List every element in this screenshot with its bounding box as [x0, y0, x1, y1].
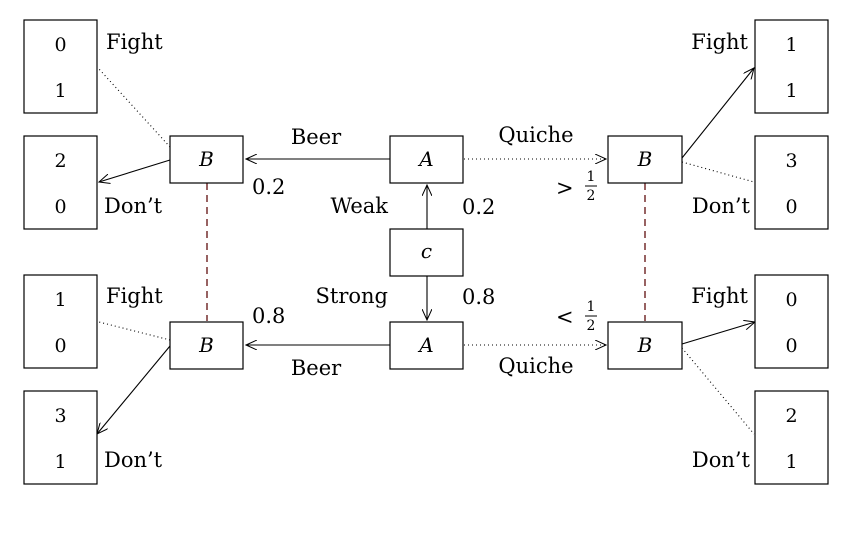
payoff-weak-quiche-fight: 1 1	[754, 19, 829, 114]
sender-label-strong: A	[417, 333, 433, 357]
label-fight-rb: Fight	[691, 284, 748, 308]
payoff-weak-beer-fight: 0 1	[23, 19, 98, 114]
label-dont-lb: Don’t	[104, 448, 163, 472]
receiver-node-beer-strong: B	[169, 321, 244, 370]
payoff-receiver: 0	[785, 335, 797, 357]
payoff-receiver: 1	[785, 80, 797, 102]
payoff-sender: 2	[54, 150, 66, 172]
label-strong: Strong	[316, 284, 388, 308]
payoff-sender: 2	[785, 405, 797, 427]
belief-num-upper: 1	[587, 169, 596, 185]
receiver-label-bw: B	[198, 147, 214, 171]
label-fight-rt: Fight	[691, 30, 748, 54]
belief-sign-lower: <	[556, 305, 574, 329]
payoff-receiver: 0	[54, 335, 66, 357]
receiver-node-beer-weak: B	[169, 135, 244, 184]
receiver-node-quiche-strong: B	[607, 321, 683, 370]
belief-sign-upper: >	[556, 176, 574, 200]
edge-lb-dont	[97, 345, 171, 434]
sender-node-weak: A	[389, 135, 464, 184]
label-quiche-weak: Quiche	[498, 123, 573, 147]
label-quiche-strong: Quiche	[498, 354, 573, 378]
payoff-sender: 1	[54, 289, 66, 311]
label-weak: Weak	[330, 194, 388, 218]
label-dont-lt: Don’t	[104, 194, 163, 218]
label-beer-strong: Beer	[291, 356, 342, 380]
edge-lb-fight	[98, 321, 171, 341]
payoff-strong-beer-dont: 3 1	[23, 390, 98, 485]
label-dont-rt: Don’t	[692, 194, 751, 218]
edge-rb-dont	[681, 347, 755, 435]
nature-label: c	[421, 239, 432, 263]
receiver-label-qs: B	[637, 333, 653, 357]
sender-node-strong: A	[389, 321, 464, 370]
belief-quiche-lower: < 1 2	[556, 299, 597, 334]
prob-weak: 0.2	[462, 195, 495, 219]
payoff-strong-beer-fight: 1 0	[23, 274, 98, 369]
edge-lt-dont	[99, 159, 171, 182]
payoff-strong-quiche-dont: 2 1	[754, 390, 829, 485]
payoff-receiver: 1	[54, 451, 66, 473]
payoff-receiver: 1	[54, 80, 66, 102]
edge-rb-fight	[681, 322, 755, 345]
belief-den-lower: 2	[587, 318, 596, 334]
edge-lt-fight	[98, 68, 171, 148]
payoff-weak-quiche-dont: 3 0	[754, 135, 829, 230]
receiver-node-quiche-weak: B	[607, 135, 683, 184]
label-beer-weak: Beer	[291, 125, 342, 149]
payoff-sender: 0	[54, 34, 66, 56]
edge-rt-fight	[681, 68, 754, 159]
belief-den-upper: 2	[587, 188, 596, 204]
label-dont-rb: Don’t	[692, 448, 751, 472]
nature-node: c	[389, 228, 464, 277]
prob-strong: 0.8	[462, 285, 495, 309]
sender-label-weak: A	[417, 147, 433, 171]
payoff-receiver: 0	[785, 196, 797, 218]
belief-beer-weak: 0.2	[252, 175, 285, 199]
receiver-label-bs: B	[198, 333, 214, 357]
receiver-label-qw: B	[637, 147, 653, 171]
payoff-weak-beer-dont: 2 0	[23, 135, 98, 230]
belief-beer-strong: 0.8	[252, 304, 285, 328]
payoff-receiver: 0	[54, 196, 66, 218]
payoff-sender: 3	[785, 150, 797, 172]
payoff-sender: 3	[54, 405, 66, 427]
label-fight-lb: Fight	[106, 284, 163, 308]
edge-rt-dont	[681, 161, 755, 183]
label-fight-lt: Fight	[106, 30, 163, 54]
payoff-receiver: 1	[785, 451, 797, 473]
payoff-sender: 0	[785, 289, 797, 311]
payoff-strong-quiche-fight: 0 0	[754, 274, 829, 369]
payoff-sender: 1	[785, 34, 797, 56]
belief-quiche-upper: > 1 2	[556, 169, 597, 204]
belief-num-lower: 1	[587, 299, 596, 315]
